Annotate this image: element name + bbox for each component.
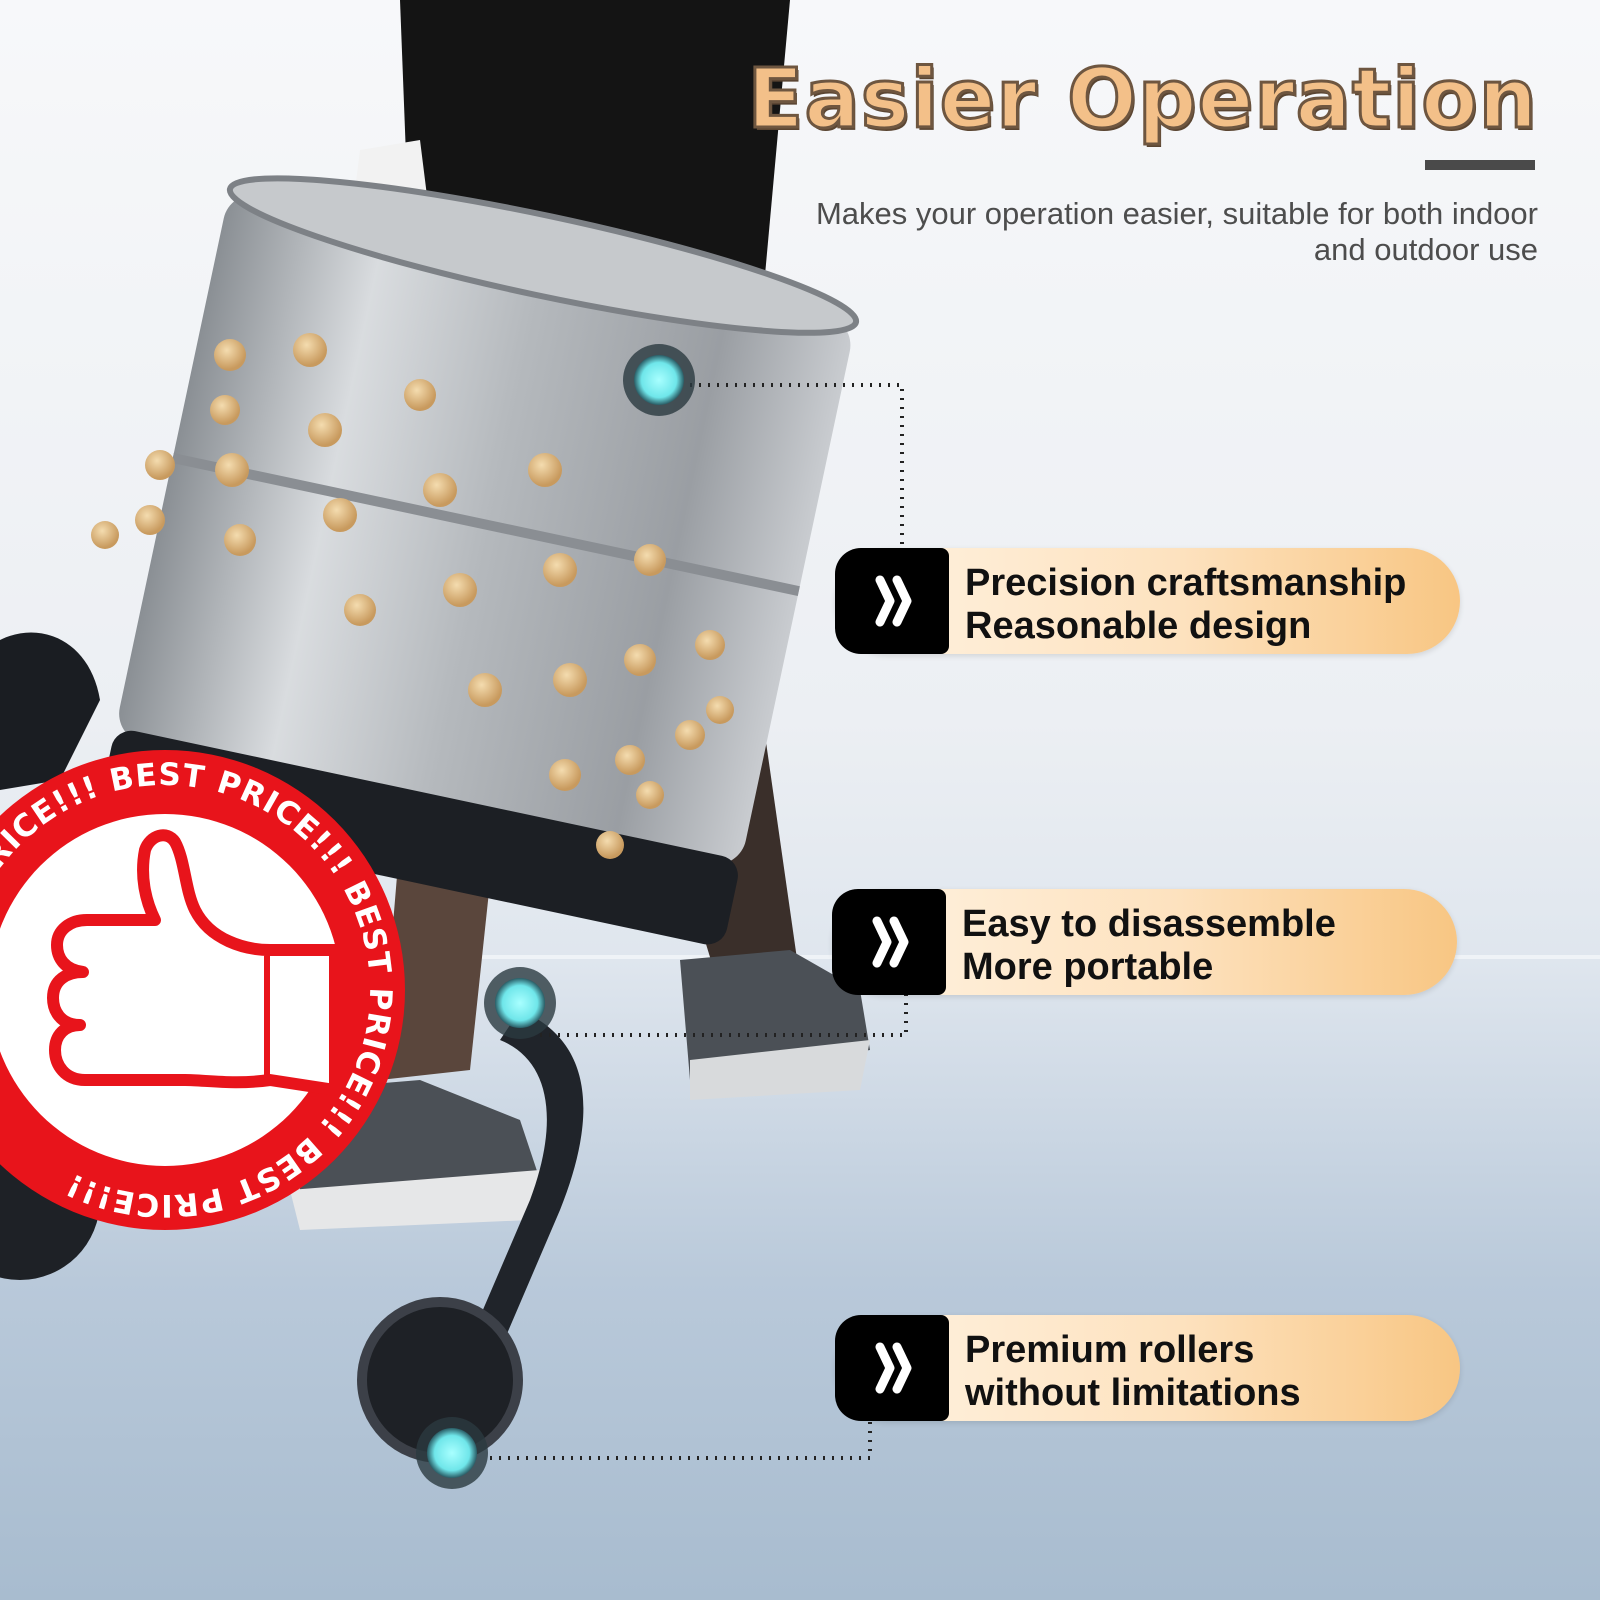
feature-line-1: Easy to disassemble xyxy=(962,903,1336,945)
double-chevron-right-icon xyxy=(832,889,946,995)
feature-line-2: Reasonable design xyxy=(965,605,1312,647)
feature-line-2: More portable xyxy=(962,946,1214,988)
connector-lines xyxy=(490,383,908,1460)
feature-text: Easy to disassemble More portable xyxy=(962,903,1336,989)
feature-line-1: Premium rollers xyxy=(965,1329,1255,1371)
double-chevron-right-icon xyxy=(835,1315,949,1421)
highlight-markers xyxy=(416,344,695,1489)
feature-line-1: Precision craftsmanship xyxy=(965,562,1407,604)
thumbs-up-icon xyxy=(47,829,341,1096)
feature-callout: Easy to disassemble More portable xyxy=(832,889,1457,995)
page-subtitle: Makes your operation easier, suitable fo… xyxy=(815,196,1538,267)
feature-callout: Precision craftsmanship Reasonable desig… xyxy=(835,548,1460,654)
feature-text: Premium rollers without limitations xyxy=(965,1329,1301,1415)
title-underline xyxy=(1425,160,1535,170)
double-chevron-right-icon xyxy=(835,548,949,654)
trolley-frame xyxy=(440,1010,584,1420)
best-price-stamp: BEST PRICE!!! BEST PRICE!!! BEST PRICE!!… xyxy=(0,750,405,1230)
feature-callout: Premium rollers without limitations xyxy=(835,1315,1460,1421)
feature-line-2: without limitations xyxy=(965,1372,1301,1414)
drum-handle xyxy=(0,632,100,790)
feature-text: Precision craftsmanship Reasonable desig… xyxy=(965,562,1406,648)
page-title: Easier Operation xyxy=(746,51,1539,149)
rubber-fingers xyxy=(91,333,734,859)
